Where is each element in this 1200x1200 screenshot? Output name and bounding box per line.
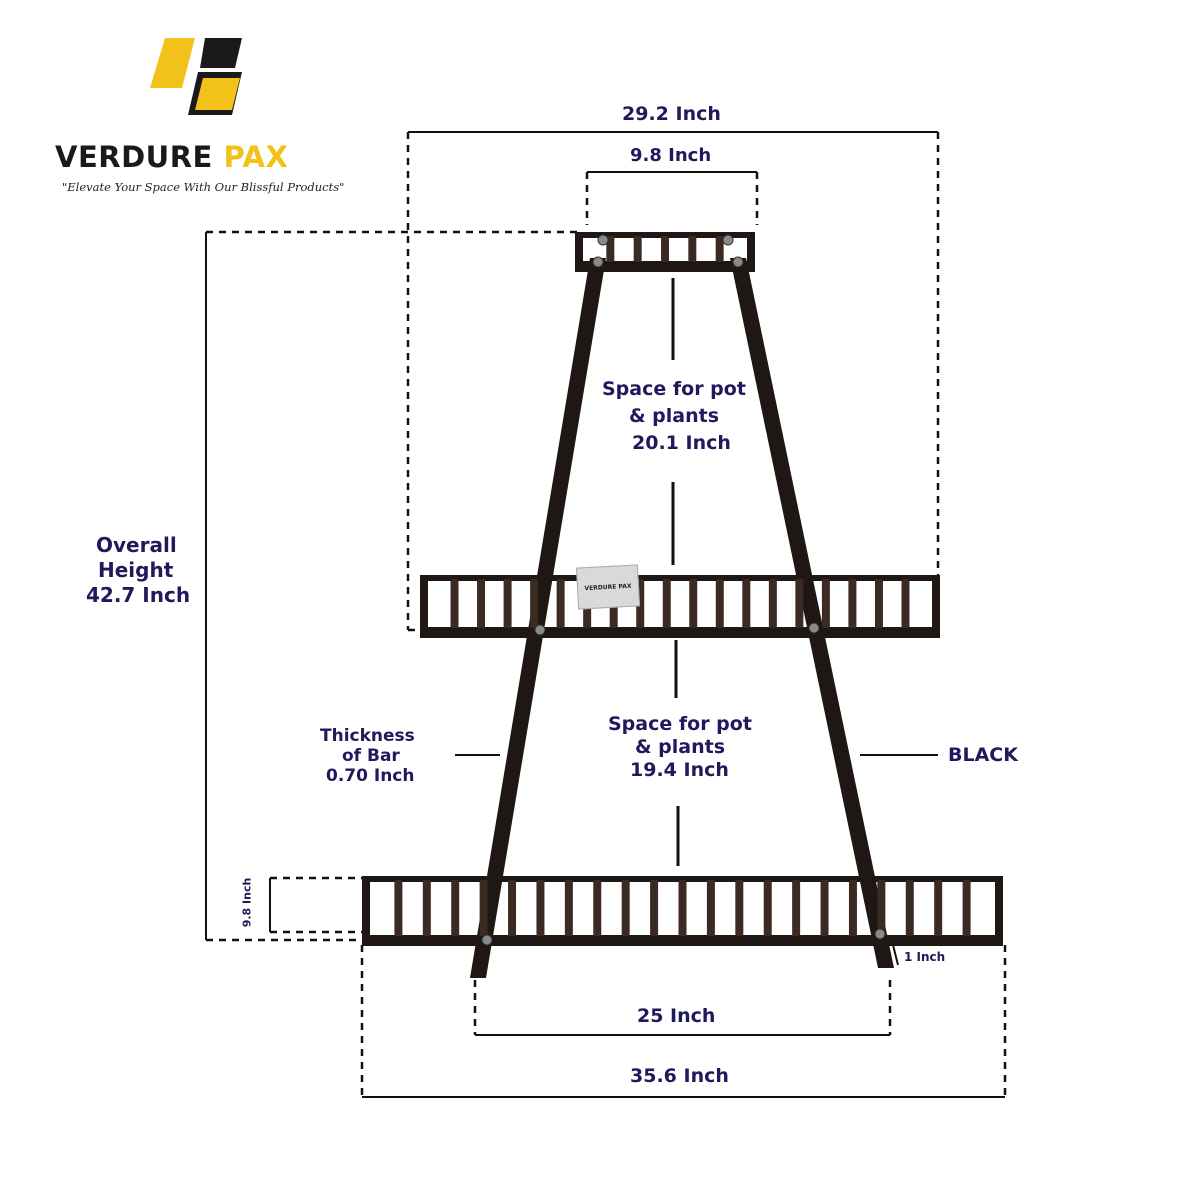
space-top-label-3: 20.1 Inch [632, 432, 731, 454]
middle-shelf-front-rail [420, 627, 940, 638]
top-width-label: 9.8 Inch [630, 145, 712, 166]
bottom-shelf-left-end [362, 876, 370, 944]
middle-shelf-slat [874, 579, 883, 628]
bottom-shelf-slat [593, 880, 602, 936]
middle-shelf-slat [662, 579, 671, 628]
brand-name: VERDURE PAX [55, 140, 288, 174]
space-top-label-2: & plants [629, 405, 720, 427]
brand-name-part1: VERDURE [55, 140, 213, 174]
bolt [481, 934, 493, 946]
dimension-lines [205, 131, 1007, 1098]
middle-shelf-right-end [932, 575, 940, 636]
bottom-shelf-slat [792, 880, 801, 936]
space-bottom-label-2: & plants [635, 736, 726, 758]
shelf-depth-label: 9.8 Inch [240, 877, 254, 928]
middle-shelf-left-end [420, 575, 428, 636]
middle-shelf-slat [848, 579, 857, 628]
middle-shelf-slat [503, 579, 512, 628]
top-shelf-slat [606, 236, 615, 262]
bottom-shelf-slat [394, 880, 403, 936]
top-shelf-front-rail [575, 261, 755, 272]
bottom-shelf-slat [735, 880, 744, 936]
bottom-shelf-slat [763, 880, 772, 936]
bottom-shelf-slat [536, 880, 545, 936]
thickness-label-2: of Bar [342, 746, 400, 766]
top-shelf-right-end [747, 232, 755, 270]
thickness-label-1: Thickness [320, 726, 415, 746]
middle-shelf-slat [689, 579, 698, 628]
plant-stand [362, 232, 1003, 978]
bottom-shelf-slat [451, 880, 460, 936]
bottom-shelf-slat [962, 880, 971, 936]
bottom-shelf-slat [905, 880, 914, 936]
overall-width-label: 29.2 Inch [622, 103, 721, 125]
bolt [874, 928, 886, 940]
top-shelf-back-rail [583, 232, 755, 238]
leg-extension-label: 1 Inch [904, 950, 946, 964]
bolt [722, 234, 734, 246]
brand-name-part2: PAX [223, 140, 289, 174]
bottom-shelf-slat [848, 880, 857, 936]
thickness-label-3: 0.70 Inch [326, 766, 415, 786]
bottom-shelf-front-rail [362, 935, 1003, 946]
bottom-shelf-right-end [995, 876, 1003, 944]
bolt [808, 622, 820, 634]
bolt [597, 234, 609, 246]
bottom-shelf-slat [877, 880, 886, 936]
bottom-shelf-slat [621, 880, 630, 936]
bolt [534, 624, 546, 636]
bottom-shelf-slat [422, 880, 431, 936]
middle-shelf-back-rail [428, 575, 940, 581]
bottom-shelf-slat [479, 880, 488, 936]
bottom-shelf-back-rail [370, 876, 1003, 882]
right-leg [730, 258, 894, 968]
middle-shelf-slat [795, 579, 804, 628]
middle-shelf-slat [530, 579, 539, 628]
middle-shelf-slat [450, 579, 459, 628]
middle-shelf-slat [715, 579, 724, 628]
leg-span-label: 25 Inch [637, 1005, 716, 1027]
bottom-shelf-slat [650, 880, 659, 936]
overall-height-label-2: Height [98, 558, 174, 582]
space-top-label-1: Space for pot [602, 378, 746, 400]
bolt [592, 256, 604, 268]
overall-height-label-1: Overall [96, 533, 177, 557]
top-shelf-slat [715, 236, 724, 262]
middle-shelf-slat [477, 579, 486, 628]
middle-shelf-slat [901, 579, 910, 628]
bottom-shelf-slat [934, 880, 943, 936]
middle-shelf-slat [742, 579, 751, 628]
color-label: BLACK [948, 744, 1018, 766]
top-shelf-slat [688, 236, 697, 262]
space-bottom-label-3: 19.4 Inch [630, 759, 729, 781]
space-bottom-label-1: Space for pot [608, 713, 752, 735]
bottom-shelf-slat [820, 880, 829, 936]
brand-badge: VERDURE PAX [575, 564, 641, 610]
overall-height-label-3: 42.7 Inch [86, 583, 191, 607]
middle-shelf-slat [821, 579, 830, 628]
bottom-width-label: 35.6 Inch [630, 1065, 729, 1087]
middle-shelf-slat [768, 579, 777, 628]
bottom-shelf-slat [678, 880, 687, 936]
bottom-shelf-slat [564, 880, 573, 936]
brand-logo-mark [150, 38, 242, 115]
top-shelf-left-end [575, 232, 583, 270]
bottom-shelf-slat [706, 880, 715, 936]
top-shelf-slat [633, 236, 642, 262]
bolt [732, 256, 744, 268]
top-shelf-slat [661, 236, 669, 262]
middle-shelf-slat [556, 579, 565, 628]
brand-tagline: "Elevate Your Space With Our Blissful Pr… [62, 180, 345, 194]
bottom-shelf-slat [508, 880, 517, 936]
